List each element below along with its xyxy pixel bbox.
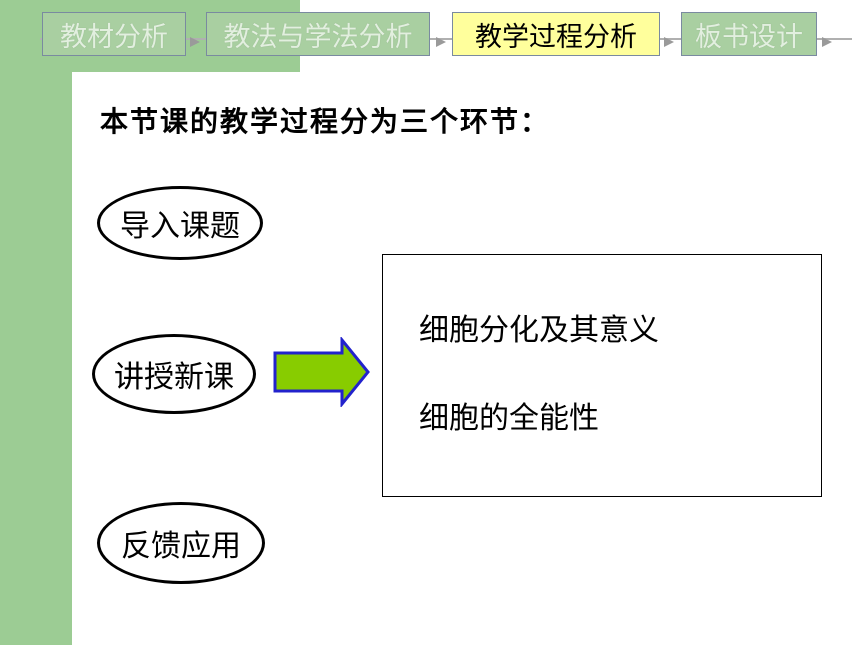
tab-board-design[interactable]: 板书设计 xyxy=(681,12,817,56)
stage-introduce-topic[interactable]: 导入课题 xyxy=(97,186,263,260)
content-item-cell-totipotency: 细胞的全能性 xyxy=(419,401,599,436)
right-arrow-icon xyxy=(273,337,370,407)
tab-separator-arrow-icon xyxy=(190,37,200,47)
tab-separator-arrow-icon xyxy=(822,37,832,47)
content-box: 细胞分化及其意义 细胞的全能性 xyxy=(382,254,822,497)
stage-feedback-application[interactable]: 反馈应用 xyxy=(97,502,265,584)
tab-teaching-process-analysis[interactable]: 教学过程分析 xyxy=(452,12,660,56)
tab-bar-line xyxy=(40,38,852,40)
tab-teaching-method-analysis[interactable]: 教法与学法分析 xyxy=(206,12,430,56)
stage-label: 导入课题 xyxy=(120,209,240,244)
stage-new-lesson[interactable]: 讲授新课 xyxy=(92,334,256,414)
tab-textbook-analysis[interactable]: 教材分析 xyxy=(42,12,186,56)
left-green-band xyxy=(0,0,72,645)
tab-separator-arrow-icon xyxy=(436,37,446,47)
stage-label: 反馈应用 xyxy=(121,529,241,564)
content-item-cell-differentiation: 细胞分化及其意义 xyxy=(419,313,659,348)
page-heading: 本节课的教学过程分为三个环节： xyxy=(100,105,551,138)
stage-label: 讲授新课 xyxy=(114,360,234,395)
tab-separator-arrow-icon xyxy=(664,37,674,47)
